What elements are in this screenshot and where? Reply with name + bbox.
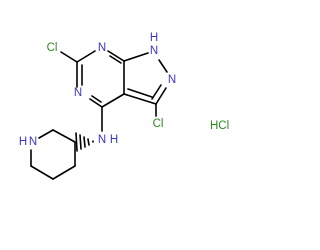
atom-n-pyrazole: N (168, 74, 176, 86)
atom-label-layer: Cl N N N H N Cl N H H N (19, 32, 176, 148)
bond-c4-n-bottom (89, 98, 103, 108)
atom-n-ring-top: N (98, 42, 106, 54)
atom-cl-left: Cl (47, 42, 58, 54)
bond-n-c3 (155, 87, 167, 105)
bond-c5p-c4p (52, 165, 76, 180)
bond-nh-n (158, 59, 168, 73)
bond-c6-n-top (76, 50, 96, 63)
bond-c6-cl (60, 51, 78, 63)
atom-n-piperidine: N (29, 136, 37, 148)
bond-c4-n-bottom-double (91, 95, 102, 103)
bond-c2p-nh (38, 129, 54, 139)
bond-c6p-c5p (30, 165, 54, 180)
bond-n-top-c7a-double (109, 55, 122, 64)
atom-n-pyrazole-h: N (150, 45, 158, 57)
atom-h-piperidine: H (19, 136, 27, 148)
molecule-structure: Cl N N N H N Cl N H H N HCl (19, 32, 229, 180)
stereo-hash-bond (75, 132, 94, 152)
salt-label: HCl (210, 120, 229, 132)
atom-n-amine: N (98, 134, 106, 146)
bond-c3a-c3-double (127, 88, 153, 98)
atom-cl-right: Cl (153, 118, 164, 130)
bond-c3p-c2p (52, 129, 76, 143)
bond-c7a-nh (123, 52, 149, 62)
bond-n-c3-double (151, 84, 162, 100)
bond-c3a-c4 (101, 93, 125, 108)
atom-h-pyrazole: H (150, 32, 158, 44)
bond-n-top-c7a (107, 50, 125, 62)
bond-c3-c3a (123, 93, 157, 105)
atom-n-ring-bottom: N (74, 87, 82, 99)
bond-layer (30, 50, 168, 180)
atom-h-amine: H (110, 134, 118, 146)
